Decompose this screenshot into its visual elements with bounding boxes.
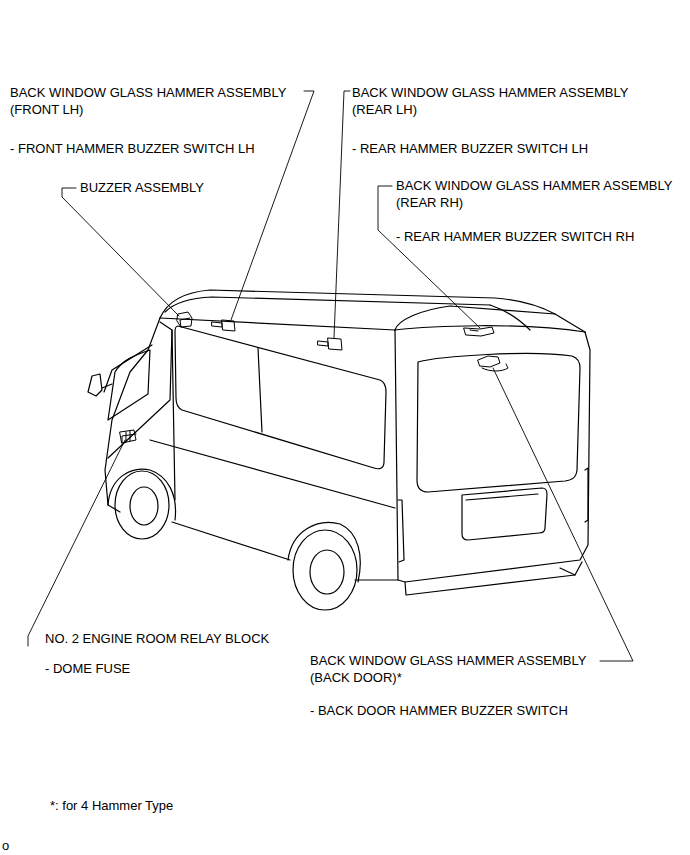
relay-block [120,430,136,443]
part-label: BACK WINDOW GLASS HAMMER ASSEMBLY (REAR … [352,84,652,118]
components [120,312,508,443]
part-label: BUZZER ASSEMBLY [80,179,204,196]
part-label: NO. 2 ENGINE ROOM RELAY BLOCK [45,630,269,647]
hammer-front-lh [212,320,235,331]
hammer-rear-rh [464,327,494,336]
part-label: - DOME FUSE [45,660,130,677]
van-body [88,290,590,610]
part-label: - FRONT HAMMER BUZZER SWITCH LH [10,140,255,157]
part-label: - BACK DOOR HAMMER BUZZER SWITCH [310,702,568,719]
buzzer-assembly [177,312,192,327]
part-label: - REAR HAMMER BUZZER SWITCH RH [396,228,634,245]
part-label: *: for 4 Hammer Type [50,797,173,814]
part-label: BACK WINDOW GLASS HAMMER ASSEMBLY (BACK … [310,652,610,686]
leader-lines [28,91,633,661]
part-label: - REAR HAMMER BUZZER SWITCH LH [352,140,588,157]
part-label: BACK WINDOW GLASS HAMMER ASSEMBLY (REAR … [396,177,686,211]
part-label: BACK WINDOW GLASS HAMMER ASSEMBLY (FRONT… [10,84,310,118]
hammer-rear-lh [318,338,342,350]
part-label: o [2,837,9,854]
